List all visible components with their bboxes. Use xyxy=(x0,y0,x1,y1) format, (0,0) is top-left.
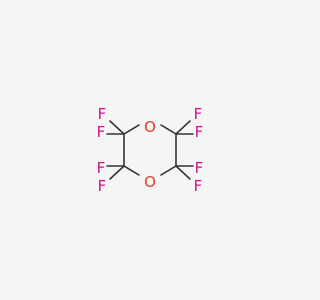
bond-c4-f-lower xyxy=(109,165,125,180)
bond-c1-f-upper xyxy=(109,120,125,135)
oxygen-bottom-label: O xyxy=(144,173,156,191)
fluorine-right-lower-outer-label: F xyxy=(194,177,203,195)
fluorine-right-lower-inner-label: F xyxy=(195,159,204,177)
bond-o-top-c2 xyxy=(160,124,177,135)
diagram-canvas: O O F F F F F F F F xyxy=(96,105,204,195)
bond-c2-f-upper xyxy=(175,120,191,135)
bond-c3-o-bottom xyxy=(160,165,177,176)
fluorine-left-lower-outer-label: F xyxy=(98,177,107,195)
oxygen-top-label: O xyxy=(144,118,156,136)
bond-c3-f-lower xyxy=(175,165,191,180)
bond-c1-o-top xyxy=(123,124,140,135)
fluorine-left-lower-inner-label: F xyxy=(97,159,106,177)
bond-o-bottom-c4 xyxy=(123,165,140,176)
fluorine-left-upper-outer-label: F xyxy=(98,105,107,123)
fluorine-right-upper-outer-label: F xyxy=(194,105,203,123)
molecule-structure: O O F F F F F F F F xyxy=(97,105,204,195)
fluorine-right-upper-inner-label: F xyxy=(195,123,204,141)
fluorine-left-upper-inner-label: F xyxy=(97,123,106,141)
bond-group xyxy=(106,120,194,180)
